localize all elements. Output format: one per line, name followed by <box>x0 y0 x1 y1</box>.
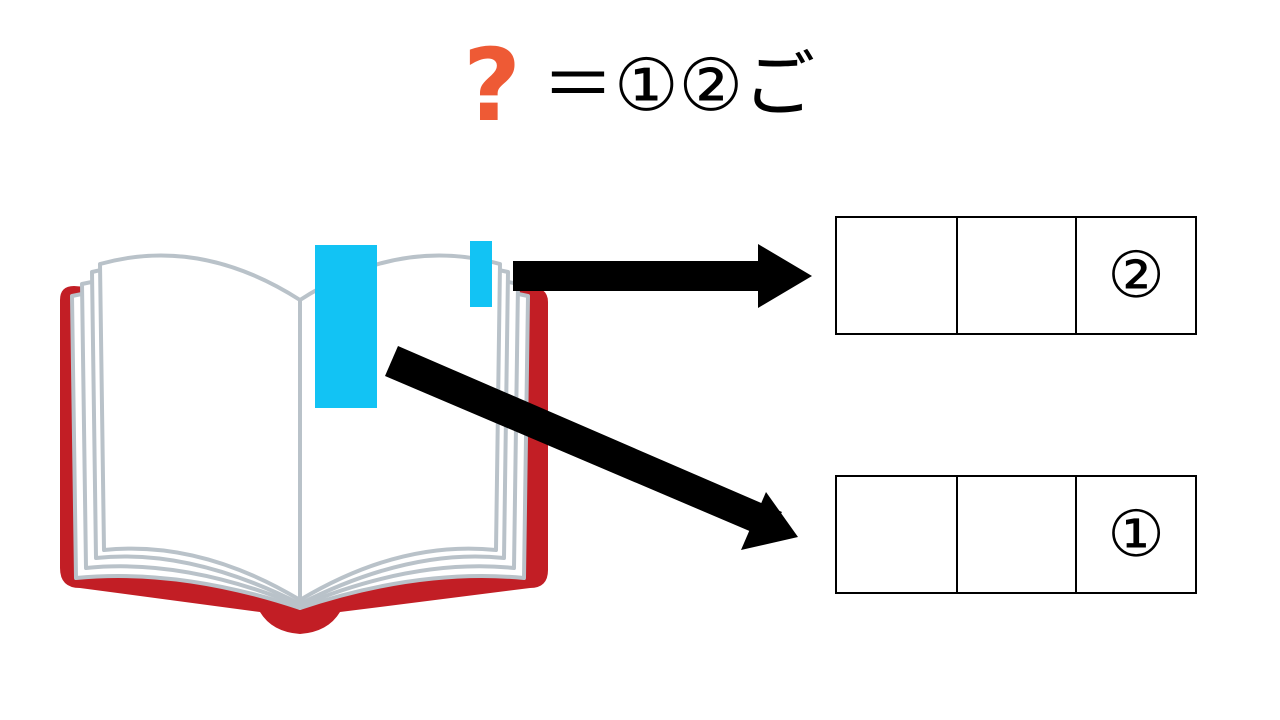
answer-box-top-cell-1 <box>835 216 958 335</box>
arrow-top-shaft <box>513 261 763 291</box>
page-left <box>98 253 302 602</box>
question-mark-icon: ? <box>463 27 521 144</box>
answer-box-top-cell-3 <box>1075 216 1197 335</box>
answer-box-bottom-cell-3-text: ① <box>1107 498 1164 572</box>
arrow-to-bottom-box <box>385 346 798 550</box>
arrow-top-head <box>758 244 812 308</box>
answer-box-bottom-cell-1 <box>835 475 958 594</box>
open-book-illustration <box>60 241 548 634</box>
answer-box-bottom: ① <box>835 475 1197 594</box>
title: ? ＝①②ご <box>463 27 815 144</box>
arrow-to-top-box <box>513 244 812 308</box>
title-expression: ＝①②ご <box>542 43 815 127</box>
answer-box-top: ② <box>835 216 1197 335</box>
answer-box-bottom-cell-3 <box>1075 475 1197 594</box>
arrow-bottom-head <box>741 492 798 550</box>
arrow-bottom-shaft <box>385 346 782 538</box>
answer-box-bottom-cell-2 <box>956 475 1077 594</box>
bookmark-small <box>470 241 492 307</box>
answer-box-top-cell-2 <box>956 216 1077 335</box>
answer-box-top-cell-3-text: ② <box>1107 239 1164 313</box>
bookmark-large <box>315 245 377 408</box>
